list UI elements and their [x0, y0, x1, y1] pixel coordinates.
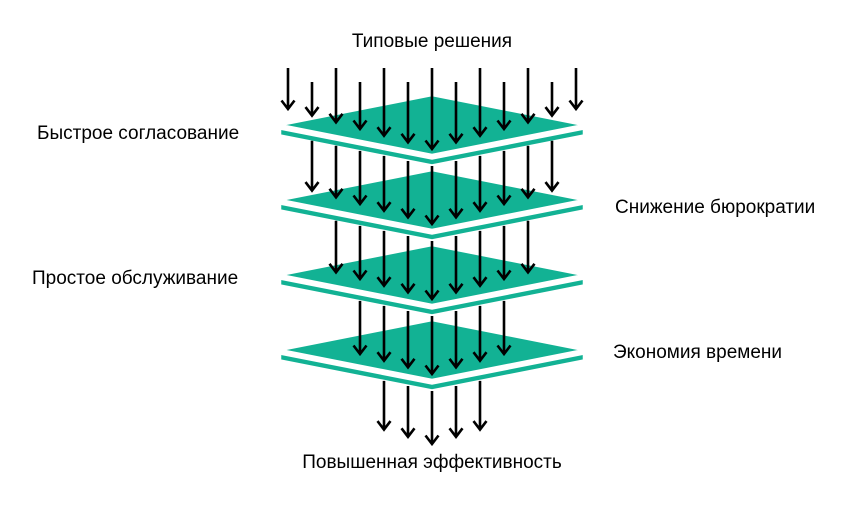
down-arrow-icon: [424, 391, 440, 447]
down-arrow-icon: [448, 386, 464, 439]
down-arrow-icon: [544, 82, 560, 118]
down-arrow-icon: [376, 155, 392, 213]
plate-1-side: [278, 126, 586, 167]
down-arrow-icon: [472, 68, 488, 138]
down-arrow-icon: [352, 225, 368, 282]
label-simple-maintenance: Простое обслуживание: [32, 268, 239, 289]
down-arrow-icon: [448, 82, 464, 145]
down-arrow-icon: [424, 166, 440, 227]
label-less-bureaucracy: Снижение бюрократии: [615, 197, 816, 218]
down-arrow-icon: [280, 68, 296, 112]
down-arrow-icon: [520, 68, 536, 125]
down-arrow-icon: [424, 316, 440, 377]
down-arrow-icon: [352, 82, 368, 132]
down-arrow-icon: [328, 145, 344, 200]
down-arrow-icon: [520, 220, 536, 275]
diagram-title: Типовые решения: [351, 31, 513, 52]
down-arrow-icon: [400, 161, 416, 220]
down-arrow-icon: [328, 220, 344, 275]
down-arrow-icon: [448, 236, 464, 295]
down-arrow-icon: [304, 82, 320, 118]
down-arrow-icon: [400, 236, 416, 295]
down-arrow-icon: [352, 300, 368, 357]
down-arrow-icon: [304, 140, 320, 193]
down-arrow-icon: [496, 300, 512, 357]
down-arrow-icon: [472, 230, 488, 288]
down-arrow-icon: [496, 225, 512, 282]
down-arrow-icon: [400, 386, 416, 439]
plate-3-side: [278, 276, 586, 317]
down-arrow-icon: [496, 82, 512, 132]
down-arrow-icon: [376, 380, 392, 432]
down-arrow-icon: [424, 68, 440, 152]
down-arrow-icon: [472, 380, 488, 432]
down-arrow-icon: [400, 311, 416, 370]
down-arrow-icon: [544, 140, 560, 193]
down-arrow-icon: [328, 68, 344, 125]
down-arrow-icon: [496, 150, 512, 207]
down-arrow-icon: [376, 68, 392, 138]
down-arrow-icon: [472, 305, 488, 363]
down-arrow-icon: [376, 305, 392, 363]
down-arrow-icon: [472, 155, 488, 213]
diagram-footer: Повышенная эффективность: [302, 452, 562, 473]
down-arrow-icon: [400, 82, 416, 145]
plate-2-side: [278, 201, 586, 242]
down-arrow-icon: [352, 150, 368, 207]
down-arrow-icon: [424, 241, 440, 302]
plate-4-side: [278, 351, 586, 392]
down-arrow-icon: [448, 311, 464, 370]
down-arrow-icon: [520, 145, 536, 200]
down-arrow-icon: [568, 68, 584, 112]
label-fast-approval: Быстрое согласование: [37, 123, 240, 144]
down-arrow-icon: [376, 230, 392, 288]
label-time-saving: Экономия времени: [613, 342, 783, 363]
down-arrow-icon: [448, 161, 464, 220]
